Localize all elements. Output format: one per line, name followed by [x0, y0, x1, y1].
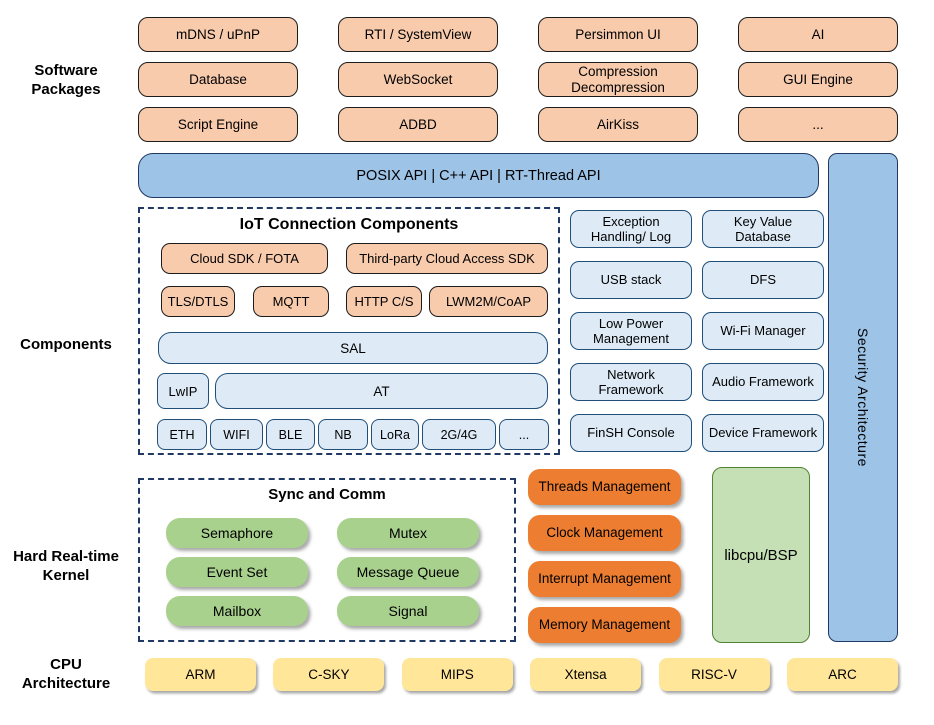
at-box: AT: [215, 373, 548, 409]
third-party-sdk-box: Third-party Cloud Access SDK: [346, 243, 548, 274]
libcpu-bsp-box: libcpu/BSP: [712, 467, 810, 643]
arm-box: ARM: [145, 658, 256, 691]
risc-v-box: RISC-V: [658, 658, 770, 691]
pkg-ai: AI: [738, 17, 898, 52]
component-services-grid: Exception Handling/ Log Key Value Databa…: [570, 210, 824, 452]
dfs-box: DFS: [702, 261, 824, 299]
mips-box: MIPS: [401, 658, 513, 691]
iot-connection-components-box: IoT Connection Components Cloud SDK / FO…: [138, 207, 560, 455]
components-label: Components: [20, 336, 112, 353]
threads-management-box: Threads Management: [528, 469, 681, 505]
wifi-box: WIFI: [210, 419, 263, 450]
pkg-persimmon-ui: Persimmon UI: [538, 17, 698, 52]
memory-management-box: Memory Management: [528, 607, 681, 643]
cpu-architecture-row: ARM C-SKY MIPS Xtensa RISC-V ARC: [145, 658, 898, 691]
low-power-management-box: Low Power Management: [570, 312, 692, 350]
pkg-script-engine: Script Engine: [138, 107, 298, 142]
pkg-compression: Compression Decompression: [538, 62, 698, 97]
mutex-box: Mutex: [337, 518, 479, 548]
pkg-websocket: WebSocket: [338, 62, 498, 97]
sal-box: SAL: [158, 332, 548, 364]
mqtt-box: MQTT: [253, 286, 329, 317]
semaphore-box: Semaphore: [166, 518, 308, 548]
eth-box: ETH: [157, 419, 207, 450]
audio-framework-box: Audio Framework: [702, 363, 824, 401]
key-value-database-box: Key Value Database: [702, 210, 824, 248]
link-layer-row: ETH WIFI BLE NB LoRa 2G/4G ...: [157, 419, 549, 450]
message-queue-box: Message Queue: [337, 557, 479, 587]
event-set-box: Event Set: [166, 557, 308, 587]
exception-handling-log-box: Exception Handling/ Log: [570, 210, 692, 248]
sync-box-title: Sync and Comm: [268, 486, 386, 503]
signal-box: Signal: [337, 596, 479, 626]
security-architecture-bar: Security Architecture: [828, 153, 898, 642]
cpu-architecture-label: CPU Architecture: [21, 656, 111, 692]
cloud-sdk-fota-box: Cloud SDK / FOTA: [161, 243, 328, 274]
api-bar: POSIX API | C++ API | RT-Thread API: [138, 153, 819, 198]
pkg-gui-engine: GUI Engine: [738, 62, 898, 97]
2g-4g-box: 2G/4G: [422, 419, 496, 450]
kernel-label: Hard Real-time Kernel: [13, 548, 119, 584]
pkg-ellipsis: ...: [738, 107, 898, 142]
iot-box-title: IoT Connection Components: [239, 216, 459, 233]
c-sky-box: C-SKY: [273, 658, 385, 691]
xtensa-box: Xtensa: [530, 658, 642, 691]
interrupt-management-box: Interrupt Management: [528, 561, 681, 597]
pkg-adbd: ADBD: [338, 107, 498, 142]
network-framework-box: Network Framework: [570, 363, 692, 401]
software-packages-grid: mDNS / uPnP RTI / SystemView Persimmon U…: [138, 17, 898, 142]
lwm2m-coap-box: LWM2M/CoAP: [429, 286, 548, 317]
clock-management-box: Clock Management: [528, 515, 681, 551]
pkg-database: Database: [138, 62, 298, 97]
nb-box: NB: [318, 419, 368, 450]
http-cs-box: HTTP C/S: [346, 286, 422, 317]
finsh-console-box: FinSH Console: [570, 414, 692, 452]
sync-items-grid: Semaphore Mutex Event Set Message Queue …: [166, 518, 479, 626]
mailbox-box: Mailbox: [166, 596, 308, 626]
sync-and-comm-box: Sync and Comm Semaphore Mutex Event Set …: [138, 478, 516, 642]
lwip-box: LwIP: [157, 373, 209, 409]
pkg-mdns-upnp: mDNS / uPnP: [138, 17, 298, 52]
arc-box: ARC: [786, 658, 898, 691]
wifi-manager-box: Wi-Fi Manager: [702, 312, 824, 350]
tls-dtls-box: TLS/DTLS: [161, 286, 235, 317]
links-ellipsis-box: ...: [499, 419, 549, 450]
device-framework-box: Device Framework: [702, 414, 824, 452]
pkg-airkiss: AirKiss: [538, 107, 698, 142]
lora-box: LoRa: [371, 419, 419, 450]
pkg-rti-systemview: RTI / SystemView: [338, 17, 498, 52]
ble-box: BLE: [266, 419, 315, 450]
kernel-management-stack: Threads Management Clock Management Inte…: [528, 469, 681, 643]
usb-stack-box: USB stack: [570, 261, 692, 299]
software-packages-label: Software Packages: [31, 62, 101, 98]
